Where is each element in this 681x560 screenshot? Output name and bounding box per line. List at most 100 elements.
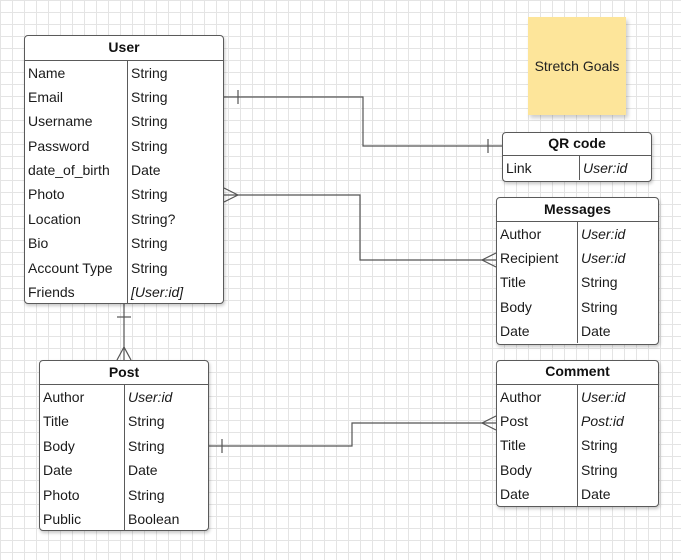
field-name: Bio <box>28 235 49 252</box>
field-type: Date <box>131 162 161 179</box>
field-name: Body <box>500 461 532 478</box>
field-row: Title String <box>497 433 658 457</box>
field-name: Body <box>43 437 75 454</box>
field-name: Date <box>500 486 530 503</box>
field-type: String <box>128 437 165 454</box>
field-type: Post:id <box>581 412 624 429</box>
field-name: Public <box>43 510 82 527</box>
field-type: Boolean <box>128 510 180 527</box>
crows-foot-mark <box>223 187 239 203</box>
field-type: User:id <box>581 250 626 267</box>
field-name: Recipient <box>500 250 559 267</box>
field-name: Author <box>500 226 542 242</box>
field-type: Date <box>128 462 158 479</box>
field-row: Title String <box>497 270 658 294</box>
field-row: Recipient User:id <box>497 246 658 270</box>
stretch-goals-note: Stretch Goals <box>528 17 626 115</box>
field-row: Photo String <box>25 182 223 206</box>
field-name: Date <box>43 462 73 479</box>
field-type: String <box>581 437 618 454</box>
field-row: Account Type String <box>25 256 223 280</box>
field-name: Title <box>500 274 526 291</box>
field-type: [User:id] <box>131 284 184 301</box>
field-row: Public Boolean <box>40 507 208 530</box>
field-row: Title String <box>40 409 208 433</box>
field-row: Author User:id <box>497 385 658 409</box>
field-row: Date Date <box>497 482 658 506</box>
field-row: Date Date <box>497 319 658 343</box>
field-type: User:id <box>581 388 626 405</box>
field-name: Email <box>28 88 64 105</box>
field-name: Name <box>28 64 66 81</box>
field-name: date_of_birth <box>28 162 110 179</box>
entity-title: User <box>25 36 223 61</box>
field-row: Date Date <box>40 458 208 482</box>
field-name: Title <box>43 413 69 430</box>
field-name: Photo <box>43 486 80 503</box>
field-name: Password <box>28 137 90 154</box>
entity-title: Messages <box>497 198 658 222</box>
field-type: User:id <box>128 389 173 405</box>
entity-title: Comment <box>497 361 658 385</box>
field-type: String <box>581 274 618 291</box>
field-row: Body String <box>497 458 658 482</box>
field-name: Date <box>500 322 530 339</box>
field-name: Author <box>500 388 542 405</box>
connector-user-messages <box>224 194 496 261</box>
field-type: String <box>581 298 618 315</box>
field-type: String <box>131 259 168 276</box>
field-name: Username <box>28 113 93 130</box>
field-row: Body String <box>497 295 658 319</box>
field-name: Title <box>500 437 526 454</box>
field-row: Author User:id <box>40 385 208 409</box>
field-name: Friends <box>28 284 75 301</box>
field-type: String <box>128 486 165 503</box>
field-type: String <box>131 186 168 203</box>
field-row: Name String <box>25 61 223 85</box>
field-name: Post <box>500 412 529 429</box>
entity-title: Post <box>40 361 208 385</box>
field-type: Date <box>581 322 611 339</box>
field-name: Author <box>43 389 85 405</box>
field-type: String <box>131 235 168 252</box>
field-type: String? <box>131 210 176 227</box>
field-row: Friends [User:id] <box>25 280 223 303</box>
entity-title: QR code <box>503 133 651 156</box>
field-row: Author User:id <box>497 222 658 246</box>
field-name: Body <box>500 298 532 315</box>
crows-foot-mark <box>481 415 497 431</box>
field-type: String <box>128 413 165 430</box>
field-name: Account Type <box>28 259 113 276</box>
field-row: Bio String <box>25 231 223 255</box>
field-row: Post Post:id <box>497 409 658 433</box>
field-type: String <box>581 461 618 478</box>
field-row: Body String <box>40 434 208 458</box>
connector-user-qr-code <box>224 96 502 147</box>
field-name: Link <box>506 160 532 176</box>
field-row: Email String <box>25 85 223 109</box>
field-type: String <box>131 88 168 105</box>
field-name: Photo <box>28 186 65 203</box>
crows-foot-mark <box>481 252 497 268</box>
field-type: User:id <box>581 226 626 242</box>
field-row: Password String <box>25 134 223 158</box>
field-type: String <box>131 137 168 154</box>
field-row: Photo String <box>40 483 208 507</box>
field-type: Date <box>581 486 611 503</box>
field-type: String <box>131 64 168 81</box>
crows-foot-mark <box>116 346 132 361</box>
